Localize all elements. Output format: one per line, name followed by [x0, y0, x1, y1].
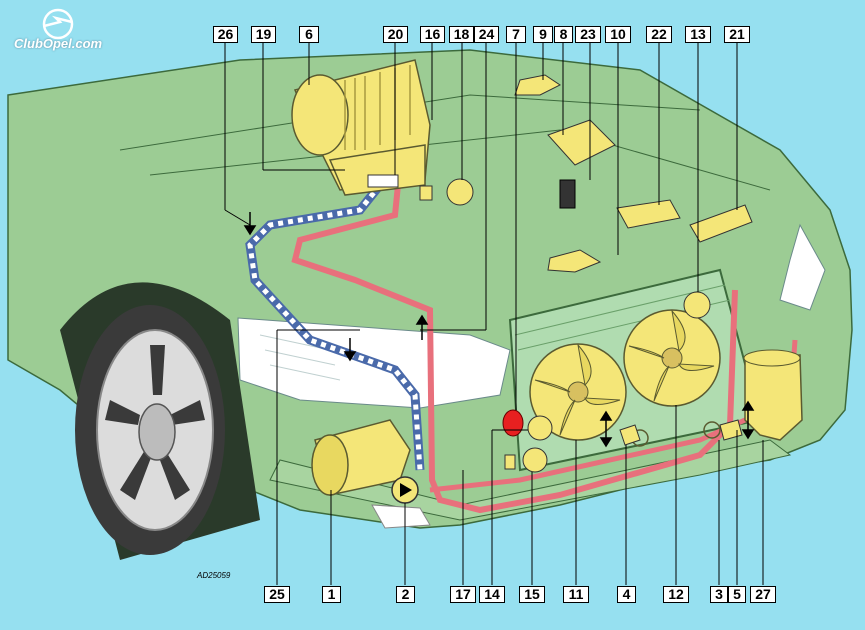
label-5: 5 — [728, 586, 746, 603]
label-21: 21 — [724, 26, 750, 43]
label-25: 25 — [264, 586, 290, 603]
label-12: 12 — [663, 586, 689, 603]
label-14: 14 — [479, 586, 505, 603]
sensor-18b — [419, 185, 433, 201]
fan-motor-13 — [683, 291, 711, 319]
label-16: 16 — [420, 26, 445, 43]
label-19: 19 — [251, 26, 276, 43]
sensor-14b — [504, 454, 516, 470]
label-1: 1 — [322, 586, 341, 603]
gauge-15 — [522, 447, 548, 473]
relay-block-21 — [689, 204, 753, 243]
valve-3 — [619, 424, 641, 446]
label-20: 20 — [383, 26, 408, 43]
label-17: 17 — [450, 586, 476, 603]
pressure-switch-10 — [547, 249, 602, 273]
label-18: 18 — [449, 26, 474, 43]
label-6: 6 — [299, 26, 319, 43]
label-27: 27 — [750, 586, 776, 603]
drawing-code: AD25059 — [197, 571, 231, 580]
fan-11 — [529, 343, 627, 441]
flow-arrows — [243, 212, 755, 448]
relay-block-22 — [616, 199, 681, 229]
label-26: 26 — [213, 26, 238, 43]
fog-lamp — [371, 504, 431, 529]
gauge-14 — [527, 415, 553, 441]
blower-housing — [291, 59, 431, 196]
windshield-line — [119, 94, 701, 151]
temp-sensor-18 — [446, 178, 474, 206]
label-9: 9 — [533, 26, 553, 43]
relay-box-8 — [547, 119, 616, 166]
right-headlamp — [779, 223, 826, 311]
label-11: 11 — [563, 586, 589, 603]
label-2: 2 — [396, 586, 415, 603]
label-3: 3 — [710, 586, 728, 603]
wheel-spokes — [105, 345, 205, 500]
valve-4b — [703, 421, 721, 439]
receiver-drier — [743, 349, 803, 441]
label-23: 23 — [575, 26, 601, 43]
hood-line — [149, 129, 771, 191]
high-pressure-line — [291, 184, 738, 514]
relay-23 — [559, 179, 576, 209]
compressor — [311, 419, 411, 496]
label-8: 8 — [554, 26, 573, 43]
fan-12 — [623, 309, 721, 407]
red-switch — [502, 409, 524, 437]
label-24: 24 — [474, 26, 499, 43]
label-15: 15 — [519, 586, 545, 603]
hub — [138, 403, 176, 461]
label-22: 22 — [646, 26, 672, 43]
label-4: 4 — [617, 586, 636, 603]
opel-logo-icon — [42, 8, 74, 40]
label-10: 10 — [605, 26, 631, 43]
leader-lines — [224, 43, 764, 585]
label-13: 13 — [685, 26, 711, 43]
logo-text: ClubOpel.com — [14, 36, 103, 51]
label-7: 7 — [506, 26, 526, 43]
